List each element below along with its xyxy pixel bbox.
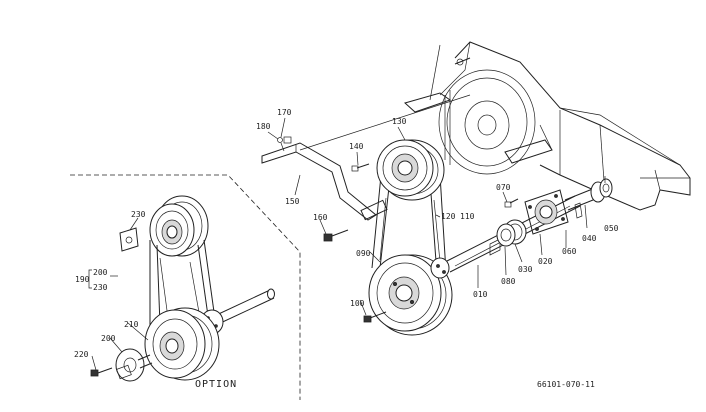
- callout-labels: 170 180 130 140 150 160 090 120 110 070 …: [74, 108, 619, 390]
- callout-090: 090: [356, 249, 371, 258]
- option-boundary: [70, 174, 301, 400]
- callout-070: 070: [496, 183, 511, 192]
- callout-230-plate: 230: [131, 210, 146, 219]
- option-plate-230: [119, 227, 139, 252]
- callout-080: 080: [501, 277, 516, 286]
- callout-140: 140: [349, 142, 364, 151]
- bearing-housing-020: [524, 189, 569, 235]
- lower-pulley-090: [368, 254, 453, 336]
- option-upper-pulley: [149, 195, 209, 257]
- callout-020: 020: [538, 257, 553, 266]
- callout-200-group: 200: [93, 268, 108, 277]
- stud-bolt: [429, 44, 471, 101]
- frame-housing: [439, 41, 691, 211]
- callout-230-group: 230: [93, 283, 108, 292]
- callout-170: 170: [277, 108, 292, 117]
- group-bracket: [88, 269, 92, 289]
- option-bolt-220: [90, 367, 113, 377]
- callout-210: 210: [124, 320, 139, 329]
- bolt-070: [504, 198, 519, 208]
- option-flange-200: [115, 348, 153, 382]
- callout-040: 040: [582, 234, 597, 243]
- reference-line: [299, 94, 471, 151]
- callout-200: 200: [101, 334, 116, 343]
- leader-lines: [267, 117, 606, 316]
- option-leader-lines: [91, 217, 149, 371]
- option-lower-pulley: [144, 307, 220, 381]
- callout-150: 150: [285, 197, 300, 206]
- callout-180: 180: [256, 122, 271, 131]
- bolt-170-180: [277, 136, 292, 152]
- callout-050: 050: [604, 224, 619, 233]
- mount-brackets: [403, 92, 553, 164]
- callout-220: 220: [74, 350, 89, 359]
- callout-060: 060: [562, 247, 577, 256]
- upper-pulley-130: [376, 139, 445, 201]
- bearing-seal: [496, 219, 527, 247]
- tension-bracket: [261, 142, 388, 221]
- bolt-140: [351, 163, 370, 172]
- large-pulley: [438, 69, 536, 175]
- option-belts: [149, 239, 215, 330]
- option-label: OPTION: [195, 379, 237, 390]
- callout-130: 130: [392, 117, 407, 126]
- callout-030: 030: [518, 265, 533, 274]
- callout-120: 120: [441, 212, 456, 221]
- callout-010: 010: [473, 290, 488, 299]
- bolt-100: [363, 311, 387, 323]
- drawing-number: 66101-070-11: [537, 380, 595, 389]
- callout-160: 160: [313, 213, 328, 222]
- callout-110: 110: [460, 212, 475, 221]
- bolt-160: [323, 229, 349, 242]
- callout-100: 100: [350, 299, 365, 308]
- shaft-end-bearings: [564, 178, 613, 219]
- callout-190: 190: [75, 275, 90, 284]
